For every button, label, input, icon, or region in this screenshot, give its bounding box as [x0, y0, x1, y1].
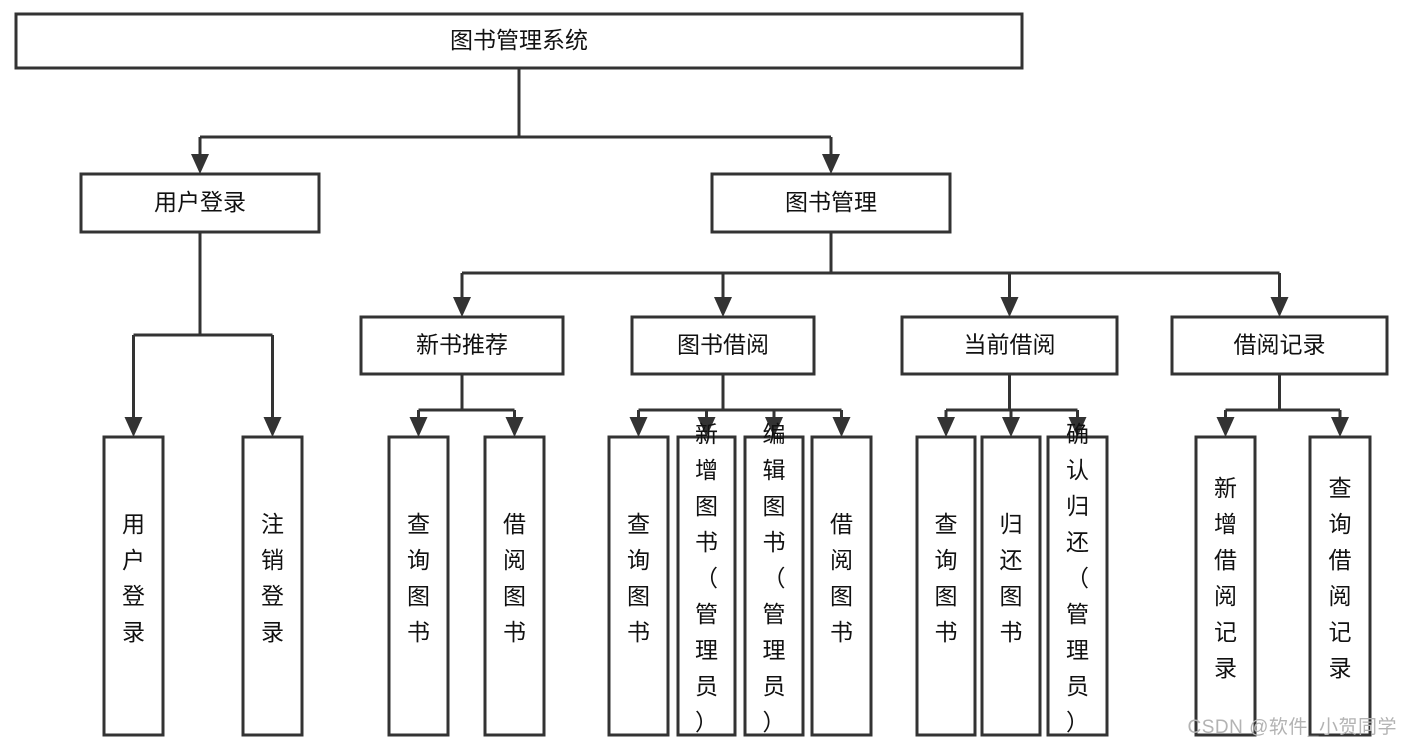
node-box-query-borrow-record — [1308, 435, 1372, 737]
arrowhead-l2-1-1 — [714, 297, 732, 317]
node-book-management[interactable]: 图书管理 — [710, 172, 952, 234]
node-label-query-book-1: 查询图书 — [407, 511, 430, 645]
arrowhead-root-0 — [191, 154, 209, 174]
node-query-book-1[interactable]: 查询图书 — [387, 435, 450, 737]
nodes-layer: 图书管理系统用户登录用户登录注销登录图书管理新书推荐查询图书借阅图书图书借阅查询… — [14, 12, 1389, 737]
node-box-current-borrow — [900, 315, 1119, 376]
arrowhead-l3-1-2-2 — [1068, 417, 1087, 437]
node-label-edit-book-admin: 编辑图书（管理员） — [763, 421, 786, 735]
node-label-root: 图书管理系统 — [450, 27, 588, 53]
arrowhead-l3-1-1-3 — [832, 417, 851, 437]
node-label-query-borrow-record: 查询借阅记录 — [1329, 475, 1352, 681]
node-user-login-do[interactable]: 用户登录 — [102, 435, 165, 737]
node-box-add-borrow-record — [1194, 435, 1257, 737]
arrowhead-l3-1-2-1 — [1002, 417, 1020, 437]
node-label-confirm-return-admin: 确认归还（管理员） — [1066, 421, 1089, 735]
arrowhead-l3-1-3-0 — [1216, 417, 1235, 437]
node-label-user-logout: 注销登录 — [261, 511, 284, 645]
node-query-borrow-record[interactable]: 查询借阅记录 — [1308, 435, 1372, 737]
node-box-book-management — [710, 172, 952, 234]
node-query-book-3[interactable]: 查询图书 — [915, 435, 977, 737]
node-box-new-book-recommend — [359, 315, 565, 376]
arrowhead-l3-1-0-1 — [505, 417, 524, 437]
node-return-book[interactable]: 归还图书 — [980, 435, 1042, 737]
arrowhead-l3-1-1-0 — [629, 417, 648, 437]
node-label-borrow-book-1: 借阅图书 — [503, 511, 526, 645]
node-query-book-2[interactable]: 查询图书 — [607, 435, 670, 737]
node-box-return-book — [980, 435, 1042, 737]
arrowhead-l2-0-0 — [124, 417, 143, 437]
node-box-query-book-1 — [387, 435, 450, 737]
node-box-book-borrow — [630, 315, 816, 376]
node-label-current-borrow: 当前借阅 — [964, 332, 1056, 358]
node-label-add-borrow-record: 新增借阅记录 — [1214, 475, 1237, 681]
node-label-add-book-admin: 新增图书（管理员） — [695, 421, 718, 735]
node-book-borrow[interactable]: 图书借阅 — [630, 315, 816, 376]
node-box-borrow-book-2 — [810, 435, 873, 737]
arrowhead-l3-1-0-0 — [409, 417, 428, 437]
node-label-return-book: 归还图书 — [1000, 511, 1023, 645]
node-box-confirm-return-admin — [1046, 435, 1109, 737]
watermark-text: CSDN @软件_小贺同学 — [1187, 717, 1397, 738]
node-root[interactable]: 图书管理系统 — [14, 12, 1024, 70]
node-confirm-return-admin[interactable]: 确认归还（管理员） — [1046, 421, 1109, 737]
node-box-user-logout — [241, 435, 304, 737]
node-box-edit-book-admin — [743, 435, 805, 737]
connectors-layer — [124, 68, 1349, 437]
arrowhead-l2-0-1 — [263, 417, 282, 437]
node-label-user-login-do: 用户登录 — [122, 511, 145, 645]
node-user-login[interactable]: 用户登录 — [79, 172, 321, 234]
node-box-user-login — [79, 172, 321, 234]
node-new-book-recommend[interactable]: 新书推荐 — [359, 315, 565, 376]
node-label-new-book-recommend: 新书推荐 — [416, 332, 508, 358]
node-borrow-records[interactable]: 借阅记录 — [1170, 315, 1389, 376]
arrowhead-l3-1-2-0 — [937, 417, 955, 437]
arrowhead-l2-1-3 — [1270, 297, 1289, 317]
arrowhead-l2-1-2 — [1000, 297, 1019, 317]
node-label-user-login: 用户登录 — [154, 189, 246, 215]
arrowhead-l3-1-3-1 — [1331, 417, 1349, 437]
node-box-borrow-book-1 — [483, 435, 546, 737]
node-box-query-book-2 — [607, 435, 670, 737]
node-current-borrow[interactable]: 当前借阅 — [900, 315, 1119, 376]
node-label-book-borrow: 图书借阅 — [677, 332, 769, 358]
node-user-logout[interactable]: 注销登录 — [241, 435, 304, 737]
node-label-borrow-book-2: 借阅图书 — [830, 511, 853, 645]
node-borrow-book-2[interactable]: 借阅图书 — [810, 435, 873, 737]
node-label-borrow-records: 借阅记录 — [1234, 332, 1326, 358]
arrowhead-l3-1-1-2 — [765, 417, 783, 437]
node-add-borrow-record[interactable]: 新增借阅记录 — [1194, 435, 1257, 737]
node-borrow-book-1[interactable]: 借阅图书 — [483, 435, 546, 737]
arrowhead-root-1 — [822, 154, 840, 174]
node-box-add-book-admin — [676, 435, 737, 737]
node-box-user-login-do — [102, 435, 165, 737]
node-box-borrow-records — [1170, 315, 1389, 376]
node-box-root — [14, 12, 1024, 70]
node-box-query-book-3 — [915, 435, 977, 737]
node-label-query-book-2: 查询图书 — [627, 511, 650, 645]
node-label-query-book-3: 查询图书 — [935, 511, 958, 645]
arrowhead-l3-1-1-1 — [697, 417, 716, 437]
node-label-book-management: 图书管理 — [785, 189, 877, 215]
arrowhead-l2-1-0 — [453, 297, 471, 317]
node-edit-book-admin[interactable]: 编辑图书（管理员） — [743, 421, 805, 737]
node-add-book-admin[interactable]: 新增图书（管理员） — [676, 421, 737, 737]
